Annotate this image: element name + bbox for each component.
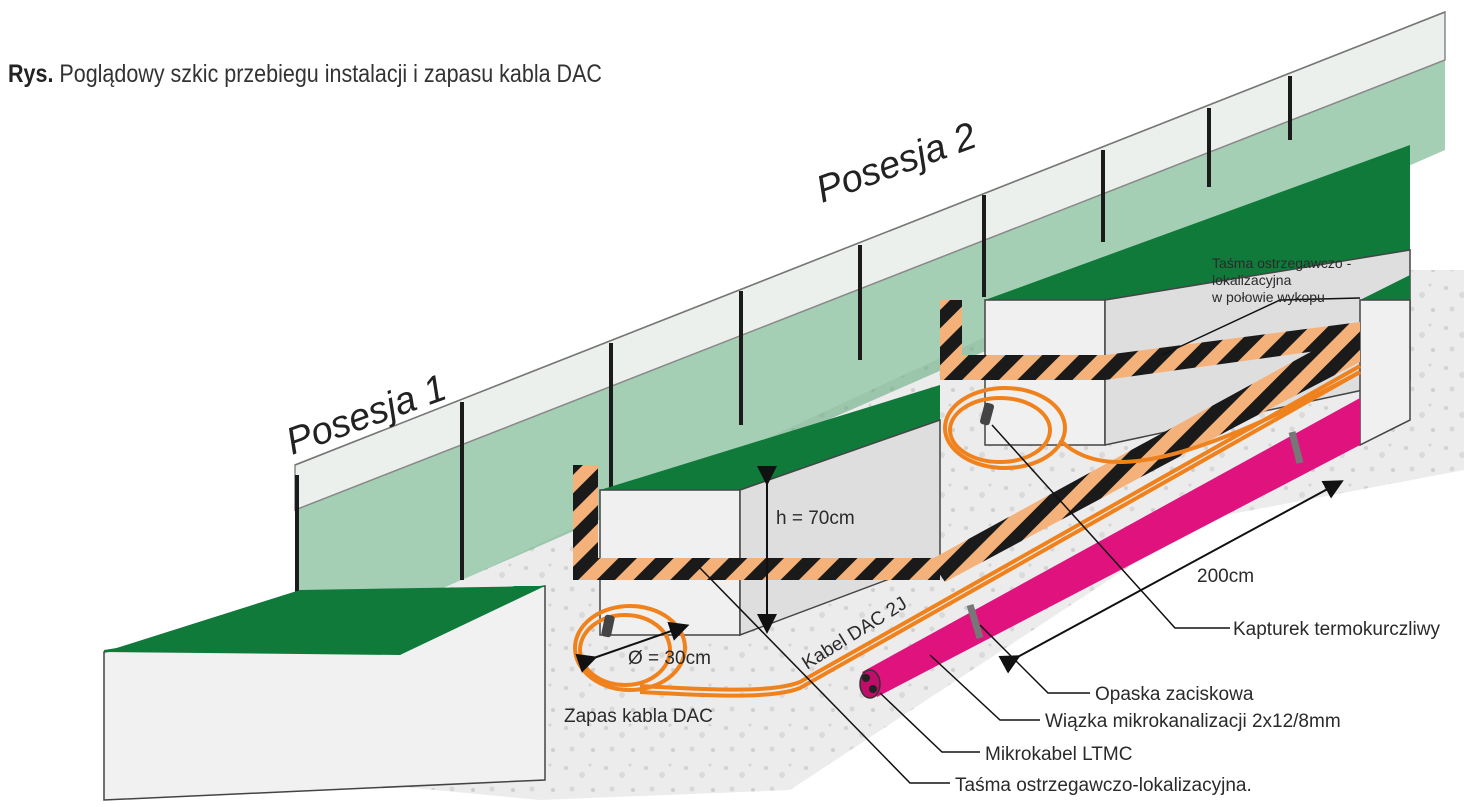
distance-label: 200cm (1197, 566, 1254, 587)
dac-cable (573, 364, 1361, 698)
distance-arrow (998, 480, 1344, 674)
grass-strip-left (104, 586, 545, 655)
cable-tie-2 (1288, 431, 1304, 464)
property-label-right: Posesja 2 (811, 115, 982, 212)
heat-shrink-cap-right (979, 402, 995, 426)
tape-note-line-3: w połowie wykopu (1211, 289, 1325, 305)
diameter-label: Ø = 30cm (628, 648, 711, 669)
ground-block-middle-top (600, 385, 940, 490)
microcable-label: Mikrokabel LTMC (985, 744, 1132, 765)
tape-note-line-2: lokalizacyjna (1212, 272, 1292, 288)
diameter-arrow (575, 621, 690, 673)
figure-caption: Rys. Poglądowy szkic przebiegu instalacj… (8, 60, 602, 89)
caption-prefix: Rys. (8, 60, 54, 88)
microduct-label: Wiązka mikrokanalizacji 2x12/8mm (1045, 711, 1341, 732)
ground-block-far-front (1359, 299, 1411, 447)
cable-tie-label: Opaska zaciskowa (1095, 684, 1254, 705)
depth-label: h = 70cm (776, 508, 855, 529)
warning-tape-label: Taśma ostrzegawczo-lokalizacyjna. (955, 775, 1252, 796)
fence-posts (295, 76, 1292, 652)
cable-reserve-label: Zapas kabla DAC (564, 706, 713, 727)
cable-tie-1 (966, 603, 984, 640)
heat-shrink-cap-label: Kapturek termokurczliwy (1233, 619, 1440, 640)
ground-block-far-top (1360, 275, 1410, 300)
caption-text: Poglądowy szkic przebiegu instalacji i z… (59, 60, 602, 88)
ground-block-right-top (985, 145, 1410, 300)
tape-note-line-1: Taśma ostrzegawczo - (1212, 255, 1352, 271)
leader-lines (699, 297, 1361, 784)
